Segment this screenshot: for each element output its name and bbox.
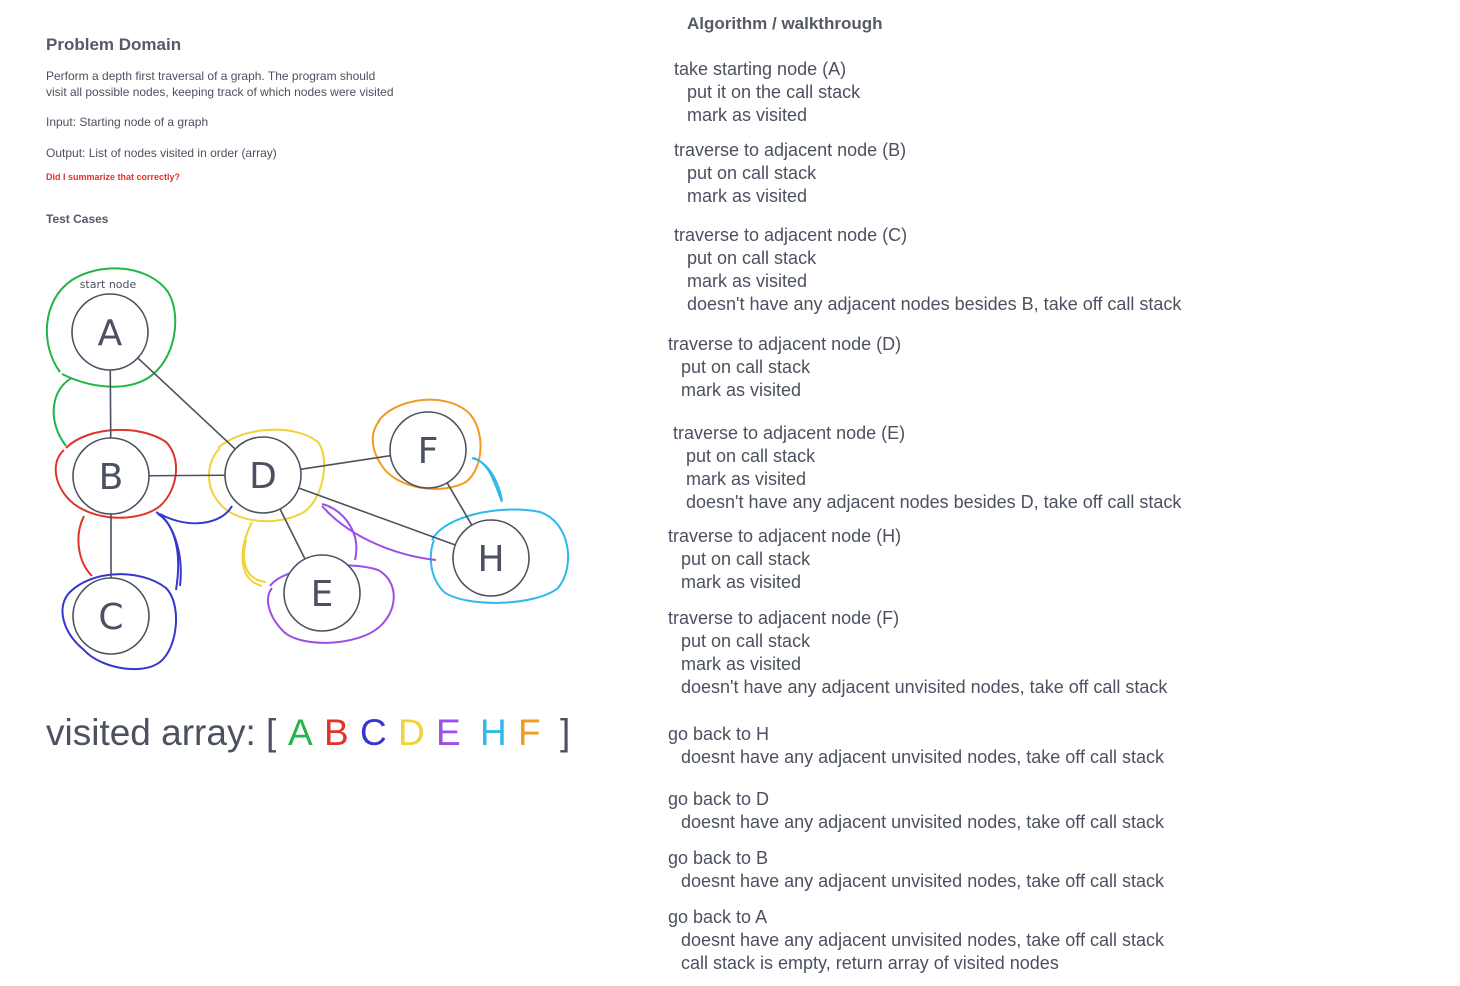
edge-d-e [279, 508, 306, 560]
node-f: F [389, 411, 467, 489]
node-circle-b [72, 437, 150, 515]
step-6-line-1: traverse to adjacent node (H) [668, 526, 902, 546]
visited-item-e: E [436, 712, 461, 753]
step-2-line-1: traverse to adjacent node (B) [674, 140, 907, 160]
problem-description-line-1: Perform a depth first traversal of a gra… [46, 69, 376, 83]
start-node-label: start node [80, 278, 137, 291]
visited-item-c: C [360, 712, 387, 753]
visited-item-a: A [288, 712, 313, 753]
node-label-e: E [311, 574, 334, 615]
visited-item-f: F [518, 712, 541, 753]
node-circle-d [224, 436, 302, 514]
step-3-line-2: put on call stack [687, 248, 817, 268]
edge-f-h [446, 482, 473, 526]
arrow-h-to-f [471, 457, 503, 501]
node-circle-h [452, 519, 530, 597]
step-5-line-1: traverse to adjacent node (E) [673, 423, 906, 443]
node-circle-c [72, 577, 150, 655]
visit-loop-b [54, 428, 178, 519]
step-4-line-3: mark as visited [681, 380, 802, 400]
graph-nodes: A B C D E F H [71, 293, 530, 655]
node-circle-f [389, 411, 467, 489]
edge-a-d [137, 357, 236, 450]
step-10-line-2: doesnt have any adjacent unvisited nodes… [681, 871, 1164, 891]
step-3-line-1: traverse to adjacent node (C) [674, 225, 908, 245]
visit-loop-f [371, 398, 482, 490]
arrow-e-to-h [321, 505, 437, 561]
step-5-line-4: doesn't have any adjacent nodes besides … [686, 492, 1182, 512]
visited-item-b: B [324, 712, 349, 753]
node-label-c: C [98, 597, 123, 638]
node-label-a: A [98, 313, 123, 354]
step-10-line-1: go back to B [668, 848, 769, 868]
step-3-line-4: doesn't have any adjacent nodes besides … [687, 294, 1182, 314]
node-label-h: H [477, 539, 504, 580]
problem-description-line-2: visit all possible nodes, keeping track … [46, 85, 394, 99]
step-7-line-2: put on call stack [681, 631, 811, 651]
node-a: A [71, 293, 149, 371]
visited-array-label: visited array: [ [46, 712, 277, 753]
step-6-line-3: mark as visited [681, 572, 802, 592]
visit-loop-d [208, 428, 326, 587]
step-2-line-2: put on call stack [687, 163, 817, 183]
edge-d-h [298, 487, 456, 546]
visited-item-d: D [398, 712, 425, 753]
problem-output: Output: List of nodes visited in order (… [46, 146, 277, 160]
node-label-f: F [418, 431, 439, 472]
node-label-d: D [249, 456, 277, 497]
step-7-line-1: traverse to adjacent node (F) [668, 608, 900, 628]
node-circle-e [283, 554, 361, 632]
graph-edges [109, 357, 473, 578]
algorithm-title: Algorithm / walkthrough [687, 14, 883, 33]
step-1-line-2: put it on the call stack [687, 82, 861, 102]
step-3-line-3: mark as visited [687, 271, 808, 291]
arrow-b-to-c [77, 515, 93, 577]
arrow-b-to-d [159, 505, 233, 525]
step-7-line-3: mark as visited [681, 654, 802, 674]
step-9-line-1: go back to D [668, 789, 770, 809]
step-5-line-3: mark as visited [686, 469, 807, 489]
step-7-line-4: doesn't have any adjacent unvisited node… [681, 677, 1168, 697]
step-8-line-1: go back to H [668, 724, 770, 744]
step-11-line-1: go back to A [668, 907, 768, 927]
edge-b-d [148, 474, 226, 477]
edge-d-f [300, 454, 391, 471]
step-4-line-1: traverse to adjacent node (D) [668, 334, 902, 354]
graph-diagram: A B C D E F H start node [45, 267, 570, 671]
step-8-line-2: doesnt have any adjacent unvisited nodes… [681, 747, 1164, 767]
node-d: D [224, 436, 302, 514]
problem-domain-title: Problem Domain [46, 35, 182, 54]
problem-input: Input: Starting node of a graph [46, 115, 209, 129]
visited-array-closing: ] [560, 712, 571, 753]
node-c: C [72, 577, 150, 655]
test-cases-title: Test Cases [46, 212, 109, 226]
node-h: H [452, 519, 530, 597]
step-4-line-2: put on call stack [681, 357, 811, 377]
node-circle-a [71, 293, 149, 371]
node-e: E [283, 554, 361, 632]
step-6-line-2: put on call stack [681, 549, 811, 569]
step-2-line-3: mark as visited [687, 186, 808, 206]
node-b: B [72, 437, 150, 515]
visited-item-h: H [480, 712, 507, 753]
step-1-line-1: take starting node (A) [674, 59, 847, 79]
node-label-b: B [99, 457, 124, 498]
step-11-line-2: doesnt have any adjacent unvisited nodes… [681, 930, 1164, 950]
step-1-line-3: mark as visited [687, 105, 808, 125]
visit-loop-a [45, 267, 177, 388]
summary-question: Did I summarize that correctly? [46, 172, 181, 182]
step-11-line-3: call stack is empty, return array of vis… [681, 953, 1059, 973]
step-9-line-2: doesnt have any adjacent unvisited nodes… [681, 812, 1164, 832]
arrow-d-to-e [243, 539, 267, 583]
step-5-line-2: put on call stack [686, 446, 816, 466]
arrow-a-to-b [52, 377, 73, 447]
